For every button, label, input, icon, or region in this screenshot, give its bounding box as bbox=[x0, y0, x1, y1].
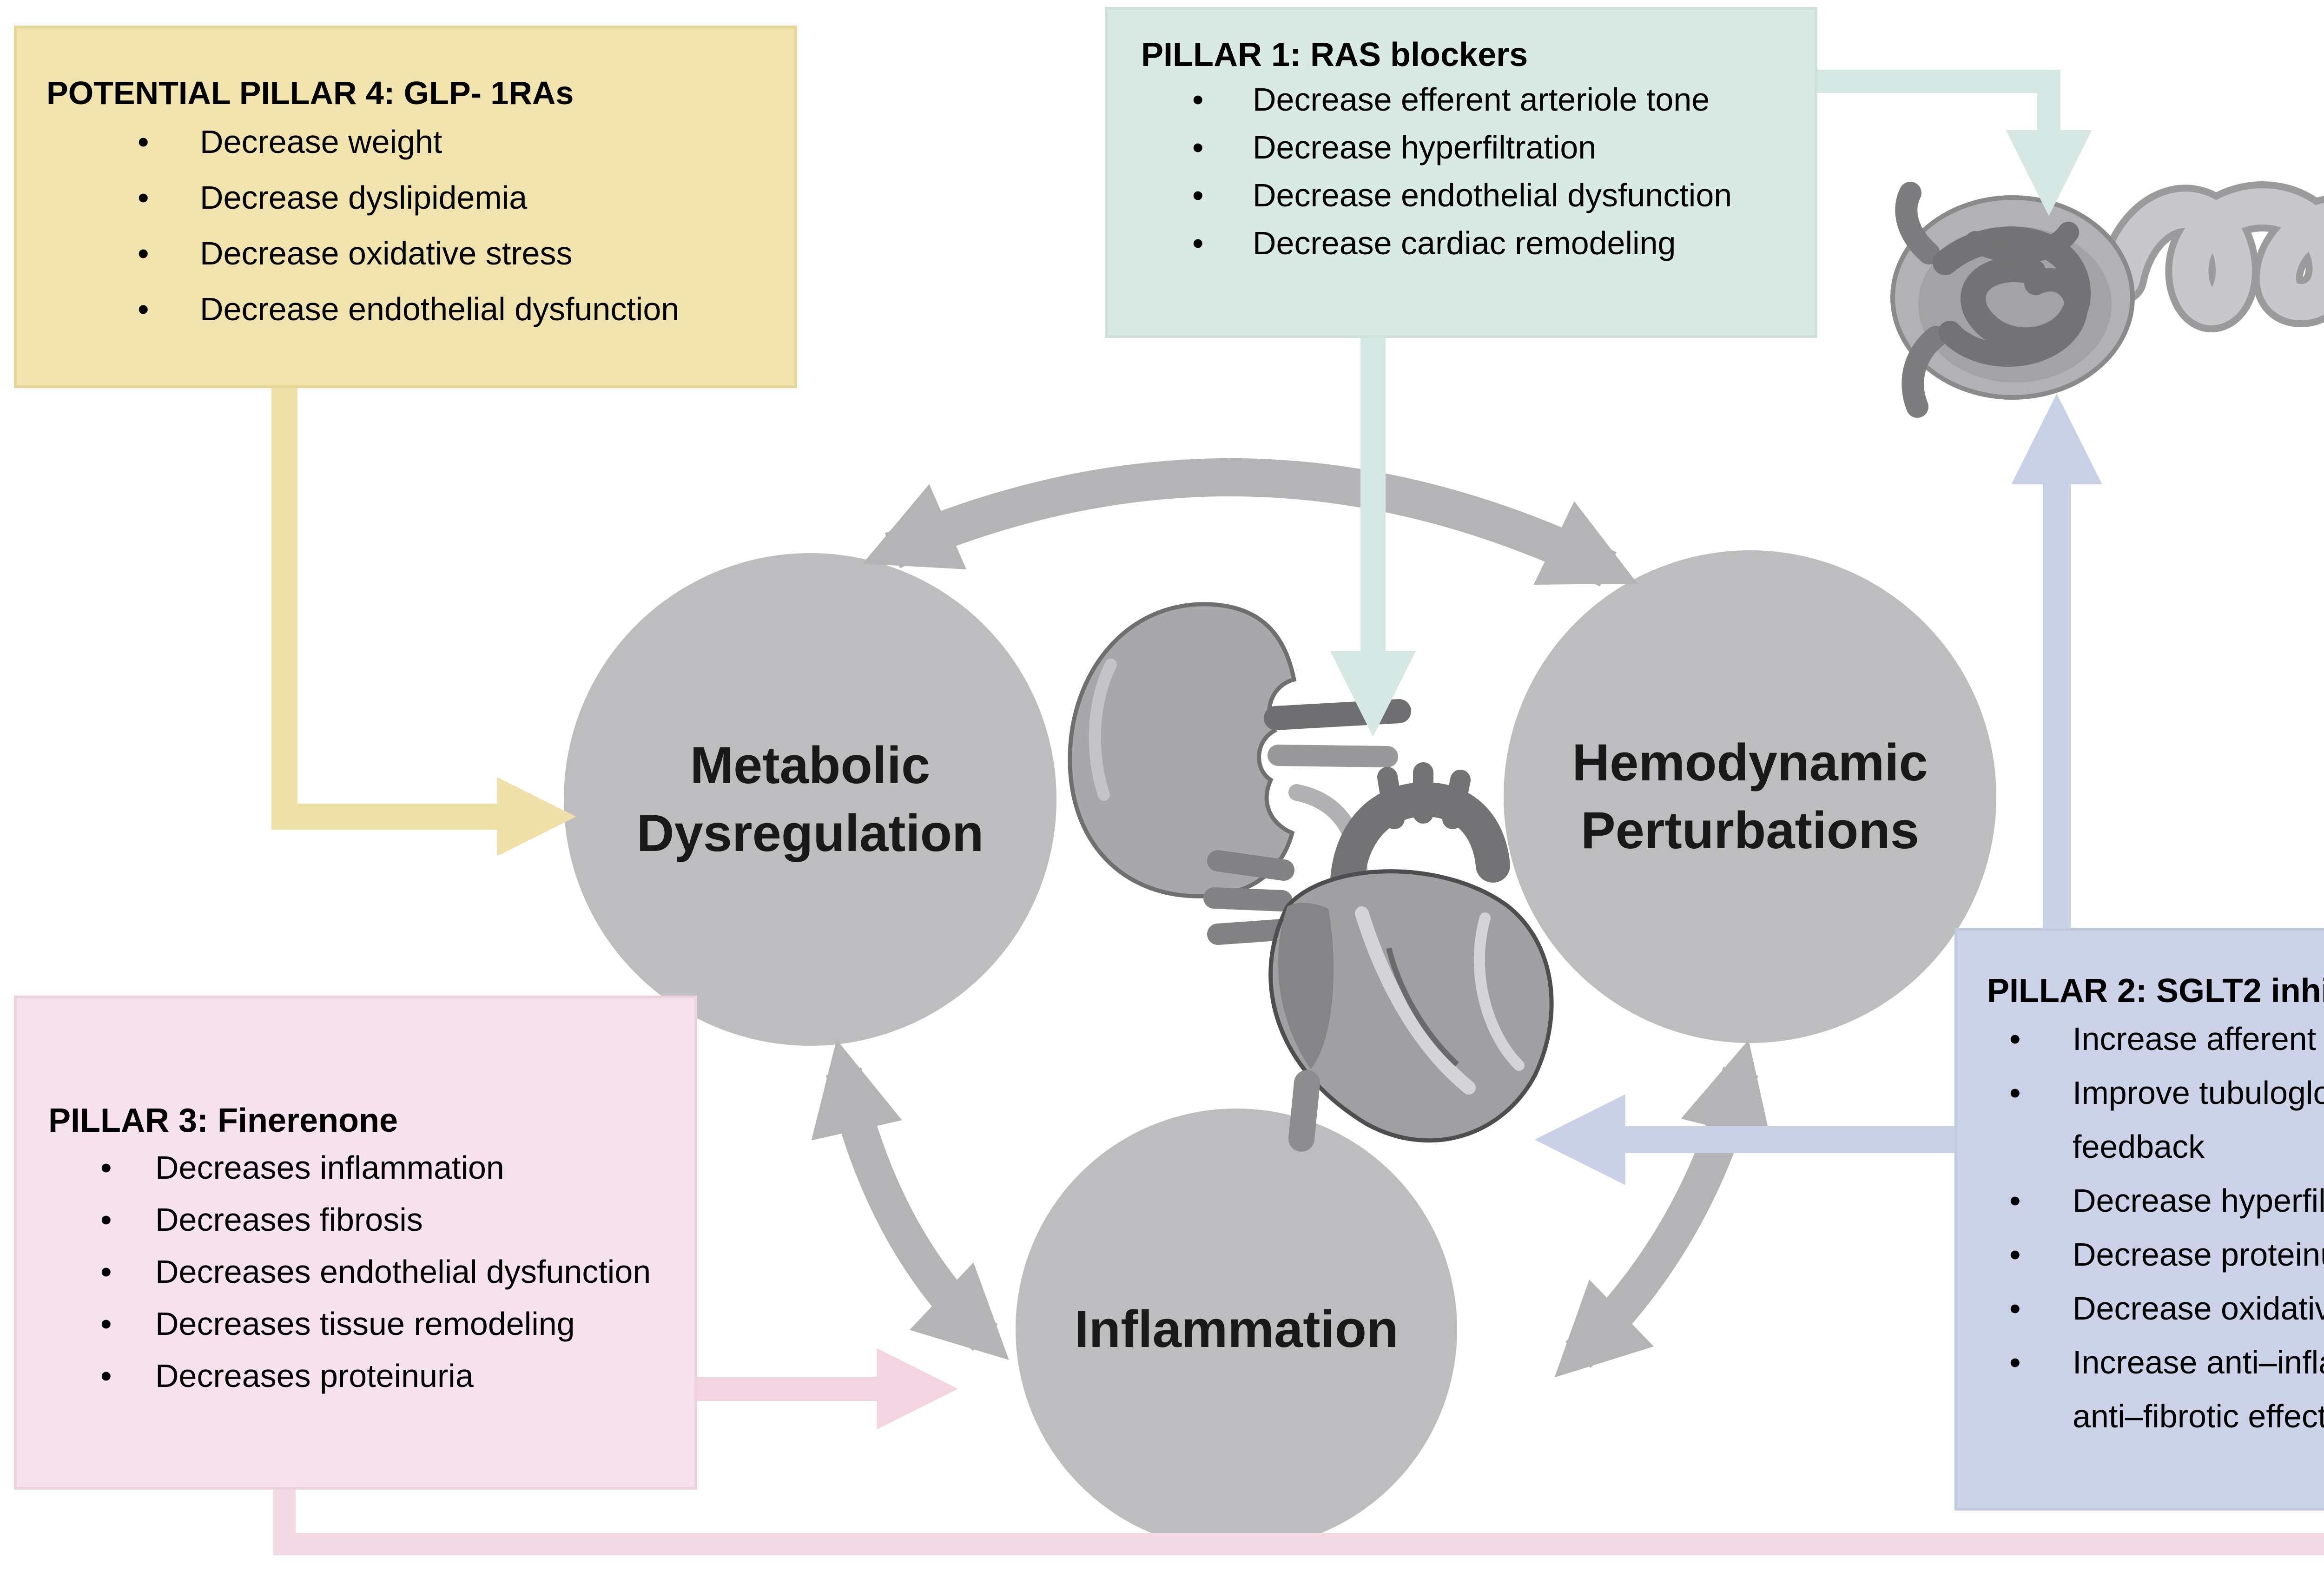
bullet-item: Decrease oxidative stress bbox=[46, 225, 766, 281]
pillar3-box: PILLAR 3: Finerenone Decreases inflammat… bbox=[14, 996, 697, 1490]
bullet-item: Decrease hyperfiltration bbox=[1141, 124, 1745, 172]
pillar4-bullets: Decrease weightDecrease dyslipidemiaDecr… bbox=[46, 114, 766, 337]
bullet-item: Decreases inflammation bbox=[48, 1142, 657, 1194]
bullet-item: Decrease oxidative stress bbox=[1987, 1281, 2324, 1335]
bullet-item: Decrease efferent arteriole tone bbox=[1141, 76, 1745, 124]
bullet-item: Decrease endothelial dysfunction bbox=[46, 281, 766, 337]
bullet-item: Decrease hyperfiltration bbox=[1987, 1174, 2324, 1228]
nephron-tubule bbox=[2104, 188, 2324, 325]
nephron-illustration bbox=[1890, 181, 2324, 418]
left-cycle-arrow bbox=[811, 1039, 1009, 1360]
bullet-item: Increase anti–inflammatory and anti–fibr… bbox=[1987, 1335, 2324, 1443]
pillar3-bullets: Decreases inflammationDecreases fibrosis… bbox=[48, 1142, 657, 1402]
glomerulus-illustration bbox=[1890, 182, 2135, 418]
renal-vein bbox=[1268, 745, 1398, 767]
bullet-item: Decrease cardiac remodeling bbox=[1141, 219, 1745, 267]
circle-label-metabolic: Metabolic Dysregulation bbox=[636, 736, 984, 862]
pillar2-bullets: Increase afferent arteriole toneImprove … bbox=[1987, 1012, 2324, 1443]
ras-to-nephron-arrow bbox=[1816, 70, 2092, 216]
pillar2-title: PILLAR 2: SGLT2 inhibitors bbox=[1987, 972, 2324, 1010]
top-cycle-arrow bbox=[862, 458, 1637, 587]
bullet-item: Decreases proteinuria bbox=[48, 1350, 657, 1402]
bullet-item: Improve tubuloglomerular feedback bbox=[1987, 1066, 2324, 1174]
circle-hemodynamic-perturbations: Hemodynamic Perturbations bbox=[1504, 550, 1996, 1043]
bullet-item: Decreases endothelial dysfunction bbox=[48, 1246, 657, 1298]
glp1-to-metabolic-arrow bbox=[271, 388, 576, 856]
right-cycle-arrow bbox=[1554, 1040, 1771, 1378]
pillar2-box: PILLAR 2: SGLT2 inhibitors Increase affe… bbox=[1954, 928, 2324, 1511]
pillar1-bullets: Decrease efferent arteriole toneDecrease… bbox=[1141, 76, 1745, 267]
pillar3-title: PILLAR 3: Finerenone bbox=[48, 1102, 398, 1139]
pillar1-title: PILLAR 1: RAS blockers bbox=[1141, 36, 1528, 73]
renal-artery bbox=[1264, 699, 1411, 730]
aorta-arch bbox=[1330, 782, 1510, 931]
pillar4-title: POTENTIAL PILLAR 4: GLP- 1RAs bbox=[46, 75, 574, 111]
circle-metabolic-dysregulation: Metabolic Dysregulation bbox=[564, 553, 1056, 1046]
circle-inflammation: Inflammation bbox=[1016, 1109, 1457, 1550]
circle-label-inflammation: Inflammation bbox=[1074, 1300, 1399, 1359]
bullet-item: Decreases fibrosis bbox=[48, 1194, 657, 1246]
bullet-item: Decreases tissue remodeling bbox=[48, 1298, 657, 1350]
bullet-item: Decrease endothelial dysfunction bbox=[1141, 172, 1745, 219]
pillar4-box: POTENTIAL PILLAR 4: GLP- 1RAs Decrease w… bbox=[14, 26, 797, 388]
finerenone-to-nephron-arrow bbox=[273, 1490, 2324, 1555]
pillar1-box: PILLAR 1: RAS blockers Decrease efferent… bbox=[1105, 7, 1817, 338]
bullet-item: Decrease dyslipidemia bbox=[46, 170, 766, 225]
bullet-item: Increase afferent arteriole tone bbox=[1987, 1012, 2324, 1066]
bullet-item: Decrease proteinuria bbox=[1987, 1228, 2324, 1281]
bullet-item: Decrease weight bbox=[46, 114, 766, 170]
circle-label-hemodynamic: Hemodynamic Perturbations bbox=[1572, 733, 1928, 859]
heart-illustration bbox=[1203, 762, 1554, 1152]
pulmonary-vessels bbox=[1203, 850, 1294, 945]
